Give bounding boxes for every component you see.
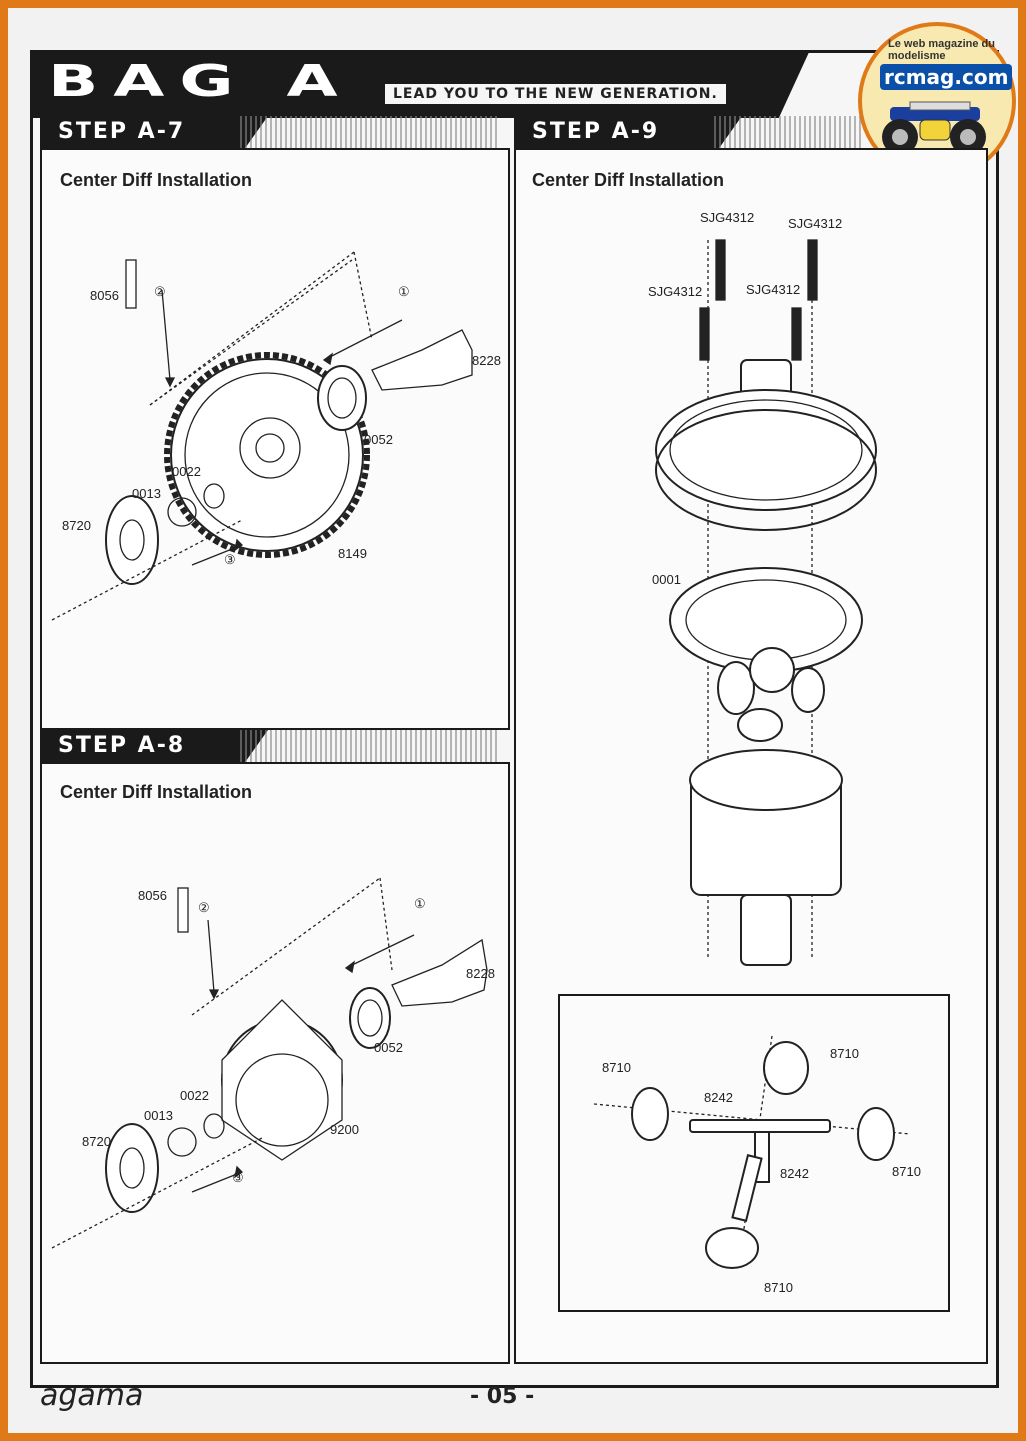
step-a9-hatch <box>714 116 864 148</box>
step-a7-title: Center Diff Installation <box>60 170 253 190</box>
label-8710-c: 8710 <box>892 1164 921 1179</box>
step-a7-hatch <box>240 116 500 148</box>
page-number: - 05 - <box>470 1384 535 1409</box>
tagline: LEAD YOU TO THE NEW GENERATION. <box>385 84 726 104</box>
step-a7-tab: STEP A-7 <box>40 116 268 148</box>
label-8242-b: 8242 <box>780 1166 809 1181</box>
label-8056: 8056 <box>138 888 167 903</box>
label-8720: 8720 <box>82 1134 111 1149</box>
label-sjg4312-d: SJG4312 <box>746 282 800 297</box>
marker-1: ① <box>414 896 426 911</box>
label-8228: 8228 <box>466 966 495 981</box>
step-a8-title: Center Diff Installation <box>60 782 253 802</box>
label-0001: 0001 <box>652 572 681 587</box>
label-8710-a: 8710 <box>602 1060 631 1075</box>
step-a8-hatch <box>240 730 500 762</box>
marker-3: ③ <box>224 552 236 567</box>
bag-title: BAG A <box>48 56 353 107</box>
label-8710-b: 8710 <box>830 1046 859 1061</box>
label-8710-d: 8710 <box>764 1280 793 1295</box>
step-a8-diagram: 8056 8228 0052 0022 0013 8720 9200 ① ② ③ <box>51 877 495 1249</box>
step-a9-title: Center Diff Installation <box>532 170 725 190</box>
label-8149: 8149 <box>338 546 367 561</box>
marker-3: ③ <box>232 1170 244 1185</box>
label-0013: 0013 <box>132 486 161 501</box>
label-8056: 8056 <box>90 288 119 303</box>
agama-logo: agama <box>40 1378 144 1413</box>
buggy-icon <box>882 101 986 155</box>
step-a8-tab: STEP A-8 <box>40 730 268 762</box>
label-0022: 0022 <box>172 464 201 479</box>
label-sjg4312-a: SJG4312 <box>700 210 754 225</box>
label-sjg4312-c: SJG4312 <box>648 284 702 299</box>
label-8228: 8228 <box>472 353 501 368</box>
step-a9-tab: STEP A-9 <box>514 116 742 148</box>
label-8720: 8720 <box>62 518 91 533</box>
label-0013: 0013 <box>144 1108 173 1123</box>
marker-1: ① <box>398 284 410 299</box>
marker-2: ② <box>198 900 210 915</box>
marker-2: ② <box>154 284 166 299</box>
step-a9-inset-diagram: 8710 8710 8242 8242 8710 8710 <box>593 1035 921 1295</box>
label-0022: 0022 <box>180 1088 209 1103</box>
label-0052: 0052 <box>364 432 393 447</box>
watermark-slogan: Le web magazine du modelisme <box>888 38 995 62</box>
label-9200: 9200 <box>330 1122 359 1137</box>
step-a9-diagram: SJG4312 SJG4312 SJG4312 SJG4312 0001 <box>648 210 877 966</box>
label-8242-a: 8242 <box>704 1090 733 1105</box>
watermark-site: rcmag.com <box>880 64 1013 90</box>
label-sjg4312-b: SJG4312 <box>788 216 842 231</box>
label-0052: 0052 <box>374 1040 403 1055</box>
step-a7-diagram: 8056 8228 0052 0022 0013 8720 8149 ① ② ③ <box>51 251 501 621</box>
